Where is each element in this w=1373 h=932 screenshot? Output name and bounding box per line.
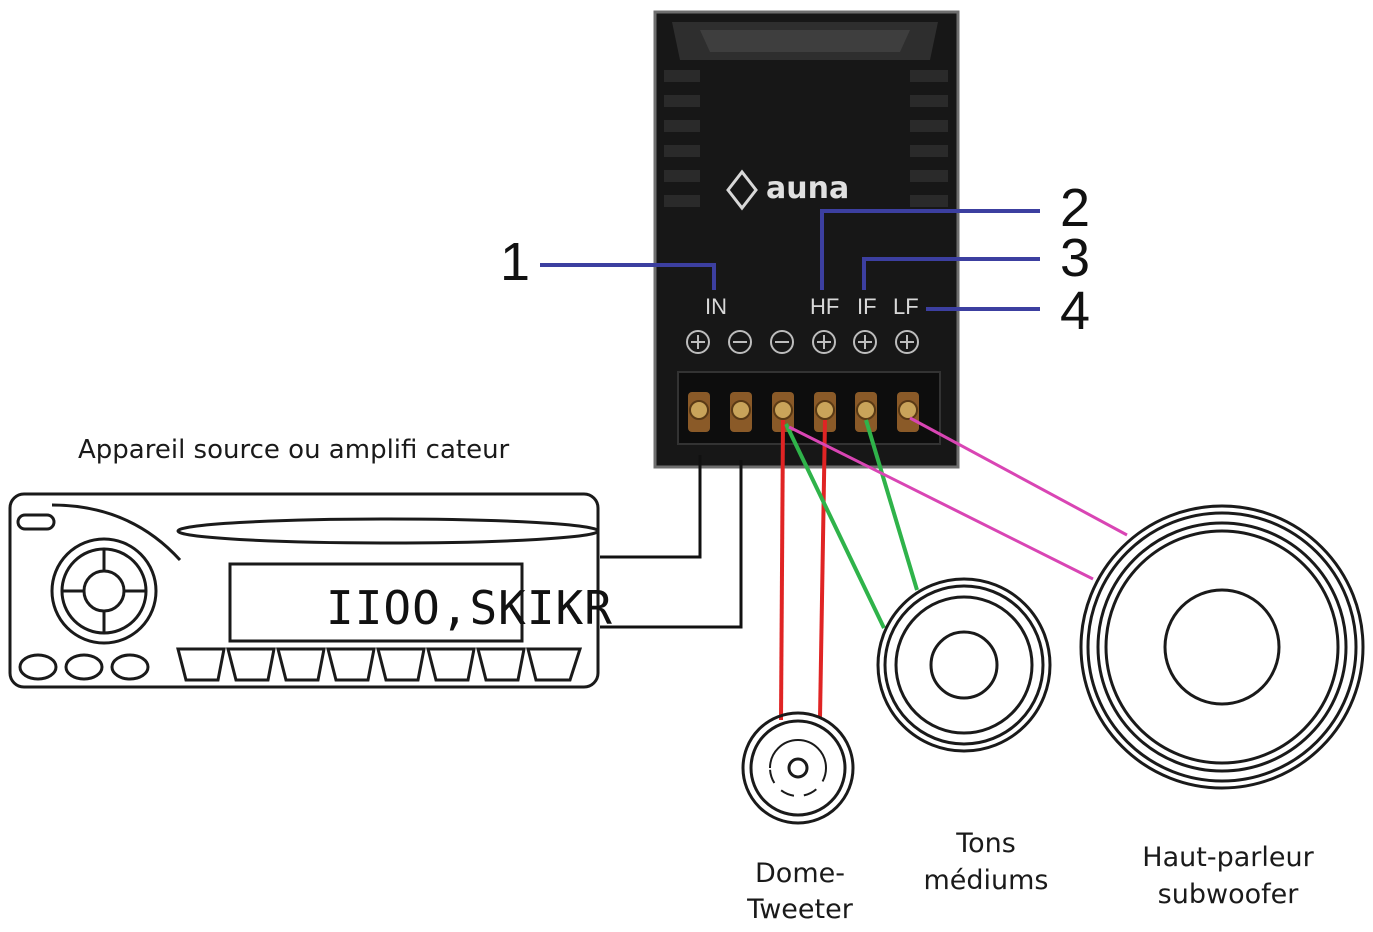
callout-number-4: 4 bbox=[1060, 281, 1090, 341]
crossover-top-highlight bbox=[700, 30, 910, 52]
terminal-label-in: IN bbox=[705, 294, 727, 319]
sub-wire-negative bbox=[788, 425, 1094, 581]
mid-label-line1: Tons bbox=[955, 828, 1016, 859]
screw-terminal bbox=[814, 392, 836, 432]
radio-volume-knob-icon bbox=[50, 537, 158, 645]
sub-label-line1: Haut-parleur bbox=[1142, 842, 1314, 873]
plus-icon bbox=[895, 330, 919, 354]
radio-faceplate bbox=[8, 492, 600, 689]
brand-logo-icon bbox=[726, 169, 758, 211]
brand-logo: auna bbox=[726, 169, 849, 211]
mid-wire-negative bbox=[784, 423, 886, 629]
terminal-label-if: IF bbox=[857, 294, 877, 319]
screw-terminal bbox=[772, 392, 794, 432]
input-wires bbox=[600, 455, 743, 629]
radio-faceplate-curve bbox=[51, 503, 182, 562]
minus-icon bbox=[728, 330, 752, 354]
plus-icon bbox=[853, 330, 877, 354]
brand-logo-text: auna bbox=[766, 171, 849, 206]
heatsink-fins-right bbox=[910, 70, 948, 207]
input-wire-positive bbox=[600, 455, 702, 559]
mid-speaker bbox=[876, 577, 1052, 753]
callout-lines bbox=[540, 209, 1040, 311]
sub-label-line2: subwoofer bbox=[1158, 879, 1300, 910]
tweeter-wire-positive bbox=[818, 419, 827, 719]
callout-number-3: 3 bbox=[1060, 228, 1090, 288]
terminal-label-hf: HF bbox=[810, 294, 839, 319]
radio-title: Appareil source ou amplifi cateur bbox=[78, 435, 510, 465]
radio-preset-buttons bbox=[176, 647, 583, 682]
radio-oval-button bbox=[64, 653, 104, 681]
tweeter-label-line1: Dome- bbox=[755, 858, 845, 889]
tweeter-wires bbox=[779, 419, 827, 721]
mid-wire-positive bbox=[864, 419, 919, 591]
terminal-screws bbox=[688, 392, 919, 432]
mid-label-line2: médiums bbox=[923, 865, 1048, 896]
minus-icon bbox=[770, 330, 794, 354]
terminal-label-lf: LF bbox=[893, 294, 919, 319]
callout-number-2: 2 bbox=[1060, 178, 1090, 238]
polarity-symbols bbox=[686, 330, 919, 354]
screw-terminal bbox=[730, 392, 752, 432]
terminal-block bbox=[677, 371, 941, 445]
heatsink-fins-left bbox=[664, 70, 700, 207]
callout-line-2 bbox=[820, 209, 1040, 290]
plus-icon bbox=[812, 330, 836, 354]
screw-terminal bbox=[855, 392, 877, 432]
radio-display bbox=[228, 562, 524, 643]
screw-terminal bbox=[897, 392, 919, 432]
plus-icon bbox=[686, 330, 710, 354]
tweeter-wire-negative bbox=[779, 419, 785, 721]
car-radio bbox=[8, 492, 600, 689]
sub-wires bbox=[788, 416, 1128, 581]
subwoofer-speaker bbox=[1079, 504, 1365, 790]
callout-line-1 bbox=[540, 263, 716, 290]
dome-tweeter bbox=[741, 711, 855, 825]
sub-wire-positive bbox=[909, 416, 1128, 537]
callout-number-1: 1 bbox=[500, 232, 530, 292]
screw-terminal bbox=[688, 392, 710, 432]
mid-wires bbox=[784, 419, 919, 629]
crossover-unit: auna IN HF IF LF bbox=[653, 10, 960, 469]
radio-oval-button bbox=[18, 653, 58, 681]
input-wire-negative bbox=[600, 460, 743, 629]
radio-oval-button bbox=[110, 653, 150, 681]
radio-display-text: IIOO,SKIKR bbox=[326, 581, 613, 635]
radio-cd-slot bbox=[176, 517, 600, 545]
radio-eject-button bbox=[16, 513, 56, 531]
tweeter-label-line2: Tweeter bbox=[746, 894, 854, 925]
callout-line-3 bbox=[862, 257, 1040, 290]
